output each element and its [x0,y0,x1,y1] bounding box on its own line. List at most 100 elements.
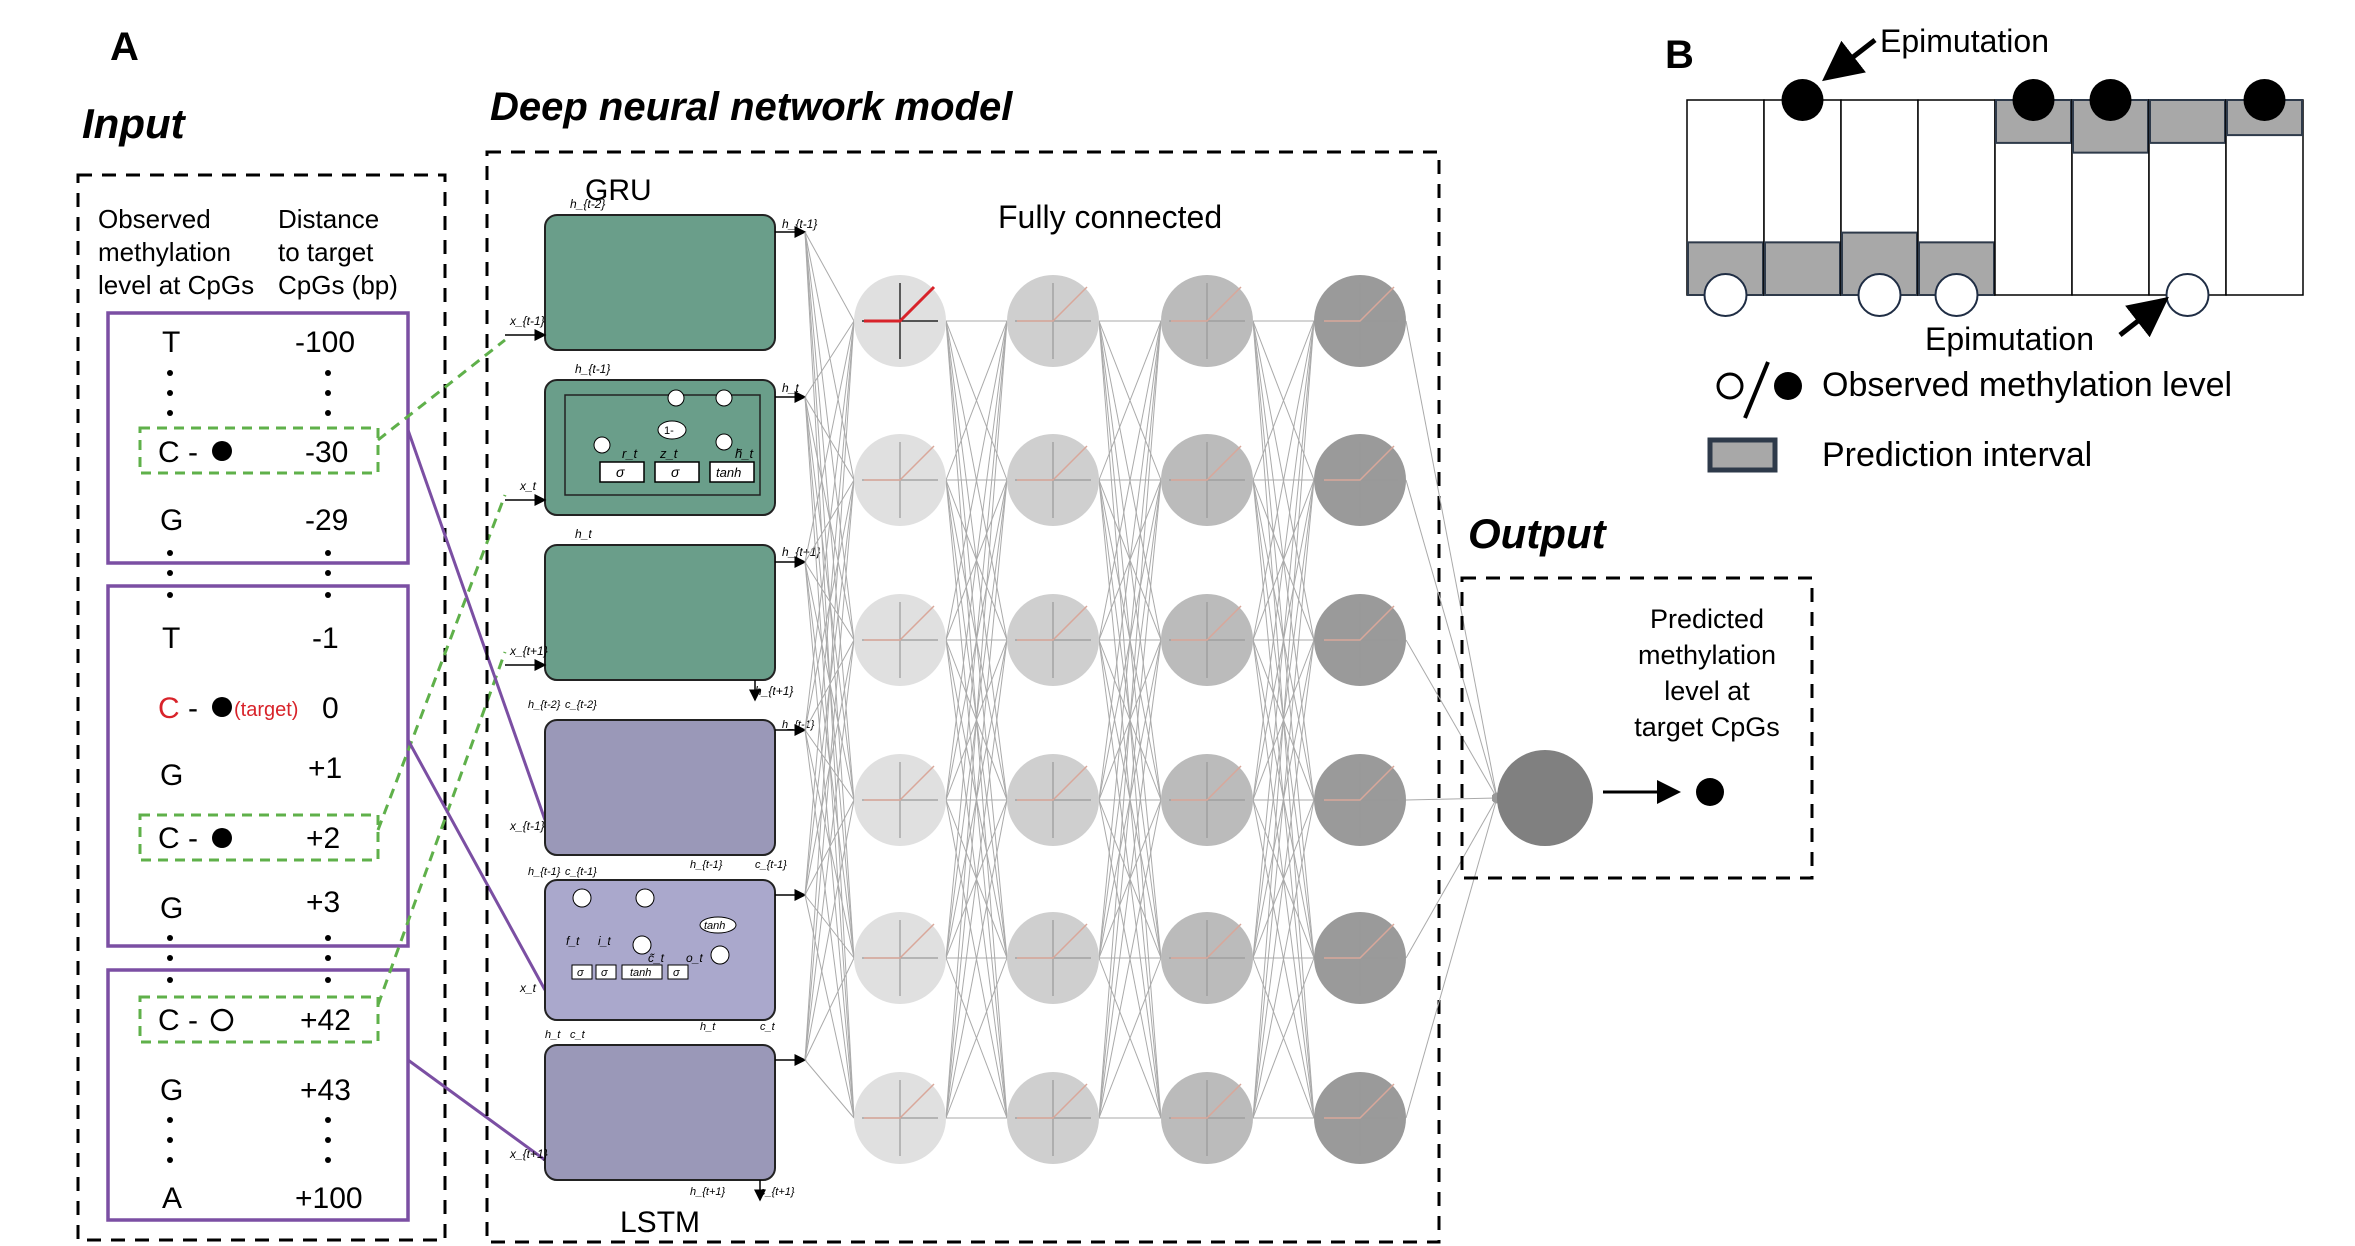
observed-dot-filled [2243,79,2286,121]
svg-text:h_{t-2}: h_{t-2} [570,197,605,211]
svg-text:z_t: z_t [659,446,679,461]
svg-text:h_{t-2}: h_{t-2} [528,699,561,711]
svg-text:c_t: c_t [570,1029,586,1041]
svg-text:x_{t+1}: x_{t+1} [509,1147,548,1161]
fc-neuron [1161,1072,1253,1164]
svg-text:c_t: c_t [760,1021,776,1033]
fc-neuron [854,594,946,686]
fc-neuron [1161,275,1253,367]
fc-neuron [1314,594,1406,686]
row-dist: +1 [308,752,342,785]
observed-dot-filled [2012,79,2055,121]
row-dash: - [188,436,198,469]
svg-text:f_t: f_t [566,934,580,948]
cpg-box-3 [138,995,380,1044]
fc-neuron [854,912,946,1004]
fc-label: Fully connected [998,199,1222,235]
fc-neuron [854,1072,946,1164]
observed-dot-open [1703,273,1748,317]
svg-text:level at CpGs: level at CpGs [98,270,254,300]
output-text: Predicted methylation level at target Cp… [1634,604,1780,742]
fc-neuron [1314,434,1406,526]
svg-text:r_t: r_t [622,446,639,461]
svg-text:to target: to target [278,237,374,267]
svg-text:methylation: methylation [98,237,231,267]
output-title: Output [1468,510,1608,557]
row-dist: +43 [300,1074,351,1107]
svg-text:c_{t-1}: c_{t-1} [755,859,787,871]
predicted-dot [1696,778,1724,806]
svg-text:h_{t-1}: h_{t-1} [528,866,561,878]
fc-neuron [854,754,946,846]
svg-text:σ: σ [616,464,625,480]
svg-text:h_{t+1}: h_{t+1} [782,545,820,559]
svg-text:h_{t-1}: h_{t-1} [690,859,723,871]
observed-dot-open [1857,273,1902,317]
row-base: G [160,1074,183,1107]
legend-slash [1743,361,1770,419]
prediction-bar [1763,79,1842,297]
gru-connectors [376,338,507,1006]
lstm-cell-3 [544,1044,776,1181]
fc-neuron [1007,754,1099,846]
ellipsis-dots [167,370,331,1163]
group-box-3 [106,968,410,1222]
lstm-stack: σ σ tanh σ tanh f_t i_t c̃_t o_t h_{t-2}… [509,699,815,1202]
prediction-bar [2071,79,2150,296]
legend-open-dot [1716,372,1744,400]
gru-cell-3 [544,544,776,681]
row-base: T [162,326,180,359]
cpg-box-2 [138,813,380,862]
svg-text:h_t: h_t [545,1029,561,1041]
svg-text:methylation: methylation [1638,640,1776,670]
fc-neuron [1161,754,1253,846]
row-dist: -29 [305,504,348,537]
panel-b-letter: B [1665,33,1694,77]
epimutation-top-label: Epimutation [1880,23,2049,59]
cpg-box-1 [138,426,380,475]
svg-text:h_{t-1}: h_{t-1} [575,362,610,376]
row-dist: -1 [312,622,339,655]
row-base: G [160,504,183,537]
fc-neuron [1161,594,1253,686]
group-box-1 [106,311,410,565]
svg-text:h_t: h_t [575,527,592,541]
svg-text:c_{t-1}: c_{t-1} [565,866,597,878]
prediction-interval [2149,99,2226,144]
epimutation-bottom-arrow [2118,296,2169,338]
observed-dot-filled [1781,79,1824,121]
svg-text:Predicted: Predicted [1650,604,1764,634]
svg-text:h_t: h_t [700,1021,716,1033]
svg-text:target CpGs: target CpGs [1634,712,1780,742]
svg-text:x_{t-1}: x_{t-1} [509,819,545,833]
model-title: Deep neural network model [490,85,1013,129]
svg-text:σ: σ [577,967,584,979]
row-dist: -30 [305,436,348,469]
svg-text:x_{t-1}: x_{t-1} [509,314,545,328]
row-dist: +100 [295,1182,363,1215]
fc-neuron [1314,912,1406,1004]
svg-text:tanh: tanh [704,920,725,932]
prediction-bar [2225,79,2304,296]
open-dot [210,1008,234,1032]
svg-text:level at: level at [1664,676,1750,706]
panel-a-letter: A [110,25,139,69]
svg-text:σ: σ [671,464,680,480]
lstm-cell-1 [544,719,776,856]
legend-interval-swatch [1707,437,1778,473]
row-dist: 0 [322,692,339,725]
col2-header: Distance to target CpGs (bp) [278,204,398,300]
row-dist: +42 [300,1004,351,1037]
fc-neuron [1161,434,1253,526]
svg-text:CpGs (bp): CpGs (bp) [278,270,398,300]
row-base: C [158,1004,180,1037]
svg-text:h_t: h_t [782,381,799,395]
row-dist: +3 [306,886,340,919]
lstm-connectors [406,429,547,1162]
fc-neuron [854,434,946,526]
svg-text:tanh: tanh [716,465,741,480]
fc-neuron [1007,594,1099,686]
gru-label: GRU [585,174,652,207]
svg-text:x_{t+1}: x_{t+1} [509,644,548,658]
svg-text:i_t: i_t [598,934,611,948]
